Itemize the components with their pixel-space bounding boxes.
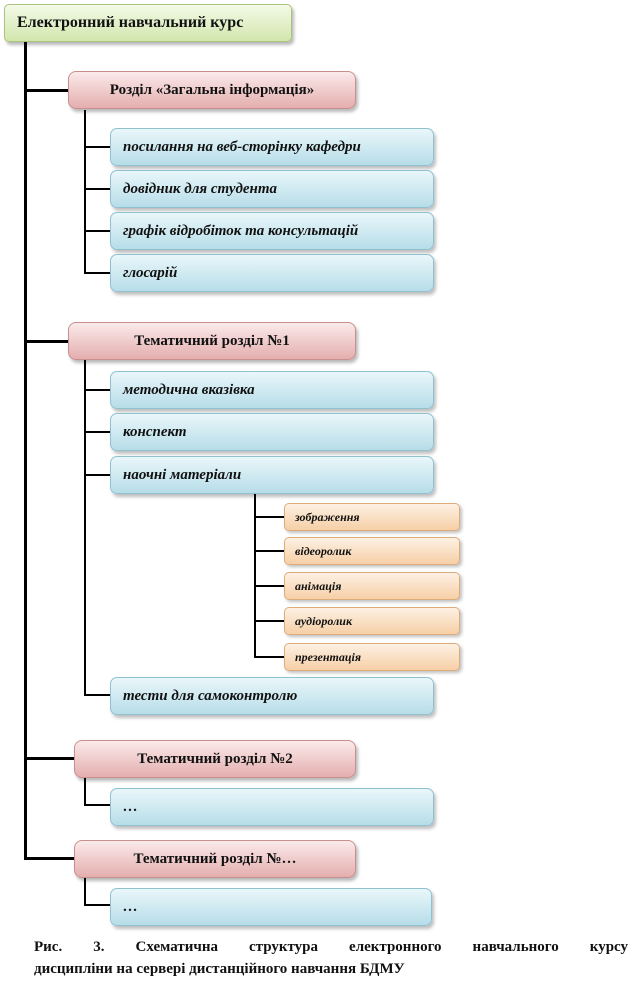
item-topic-2-ellipsis: … <box>110 788 434 826</box>
subitem-animation: анімація <box>284 572 460 600</box>
root-course-box: Електронний навчальний курс <box>4 4 292 42</box>
connector-s4-item-1 <box>84 904 110 906</box>
item-topic-n-ellipsis: … <box>110 888 432 926</box>
caption-line-1: Рис. 3. Схематична структура електронног… <box>34 939 628 955</box>
connector-s3-item-1 <box>84 804 110 806</box>
connector-s2-item-1 <box>84 389 110 391</box>
connector-s2-trunk <box>84 360 86 696</box>
item-self-tests: тести для самоконтролю <box>110 677 434 715</box>
item-schedule: графік відробіток та консультацій <box>110 212 434 250</box>
connector-sub-4 <box>254 620 284 622</box>
connector-s2-item-2 <box>84 431 110 433</box>
subitem-video: відеоролик <box>284 537 460 565</box>
connector-s1-item-4 <box>84 272 110 274</box>
item-department-link: посилання на веб-сторінку кафедри <box>110 128 434 166</box>
subitem-image: зображення <box>284 503 460 531</box>
connector-section-2 <box>24 340 68 343</box>
connector-sub-5 <box>254 656 284 658</box>
connector-sub-trunk <box>254 494 256 658</box>
connector-section-4 <box>24 857 74 860</box>
connector-s4-trunk <box>84 878 86 906</box>
connector-s3-trunk <box>84 778 86 806</box>
subitem-presentation: презентація <box>284 643 460 671</box>
connector-s1-item-3 <box>84 230 110 232</box>
connector-s1-item-2 <box>84 188 110 190</box>
connector-s1-item-1 <box>84 146 110 148</box>
item-glossary: глосарій <box>110 254 434 292</box>
caption-line-2: дисципліни на сервері дистанційного навч… <box>34 961 405 977</box>
item-visual-materials: наочні матеріали <box>110 456 434 494</box>
section-topic-1: Тематичний розділ №1 <box>68 322 356 360</box>
connector-sub-3 <box>254 585 284 587</box>
subitem-audio: аудіоролик <box>284 607 460 635</box>
section-general-info: Розділ «Загальна інформація» <box>68 71 356 109</box>
connector-root-trunk <box>24 42 27 860</box>
section-topic-2: Тематичний розділ №2 <box>74 740 356 778</box>
figure-caption: Рис. 3. Схематична структура електронног… <box>34 936 628 980</box>
section-topic-n: Тематичний розділ №… <box>74 840 356 878</box>
connector-sub-2 <box>254 550 284 552</box>
connector-section-3 <box>24 757 74 760</box>
connector-sub-1 <box>254 516 284 518</box>
connector-section-1 <box>24 89 68 92</box>
connector-s1-trunk <box>84 110 86 274</box>
item-lecture-notes: конспект <box>110 413 434 451</box>
item-student-guide: довідник для студента <box>110 170 434 208</box>
connector-s2-item-3 <box>84 474 110 476</box>
item-methodical-guide: методична вказівка <box>110 371 434 409</box>
connector-s2-item-4 <box>84 694 110 696</box>
